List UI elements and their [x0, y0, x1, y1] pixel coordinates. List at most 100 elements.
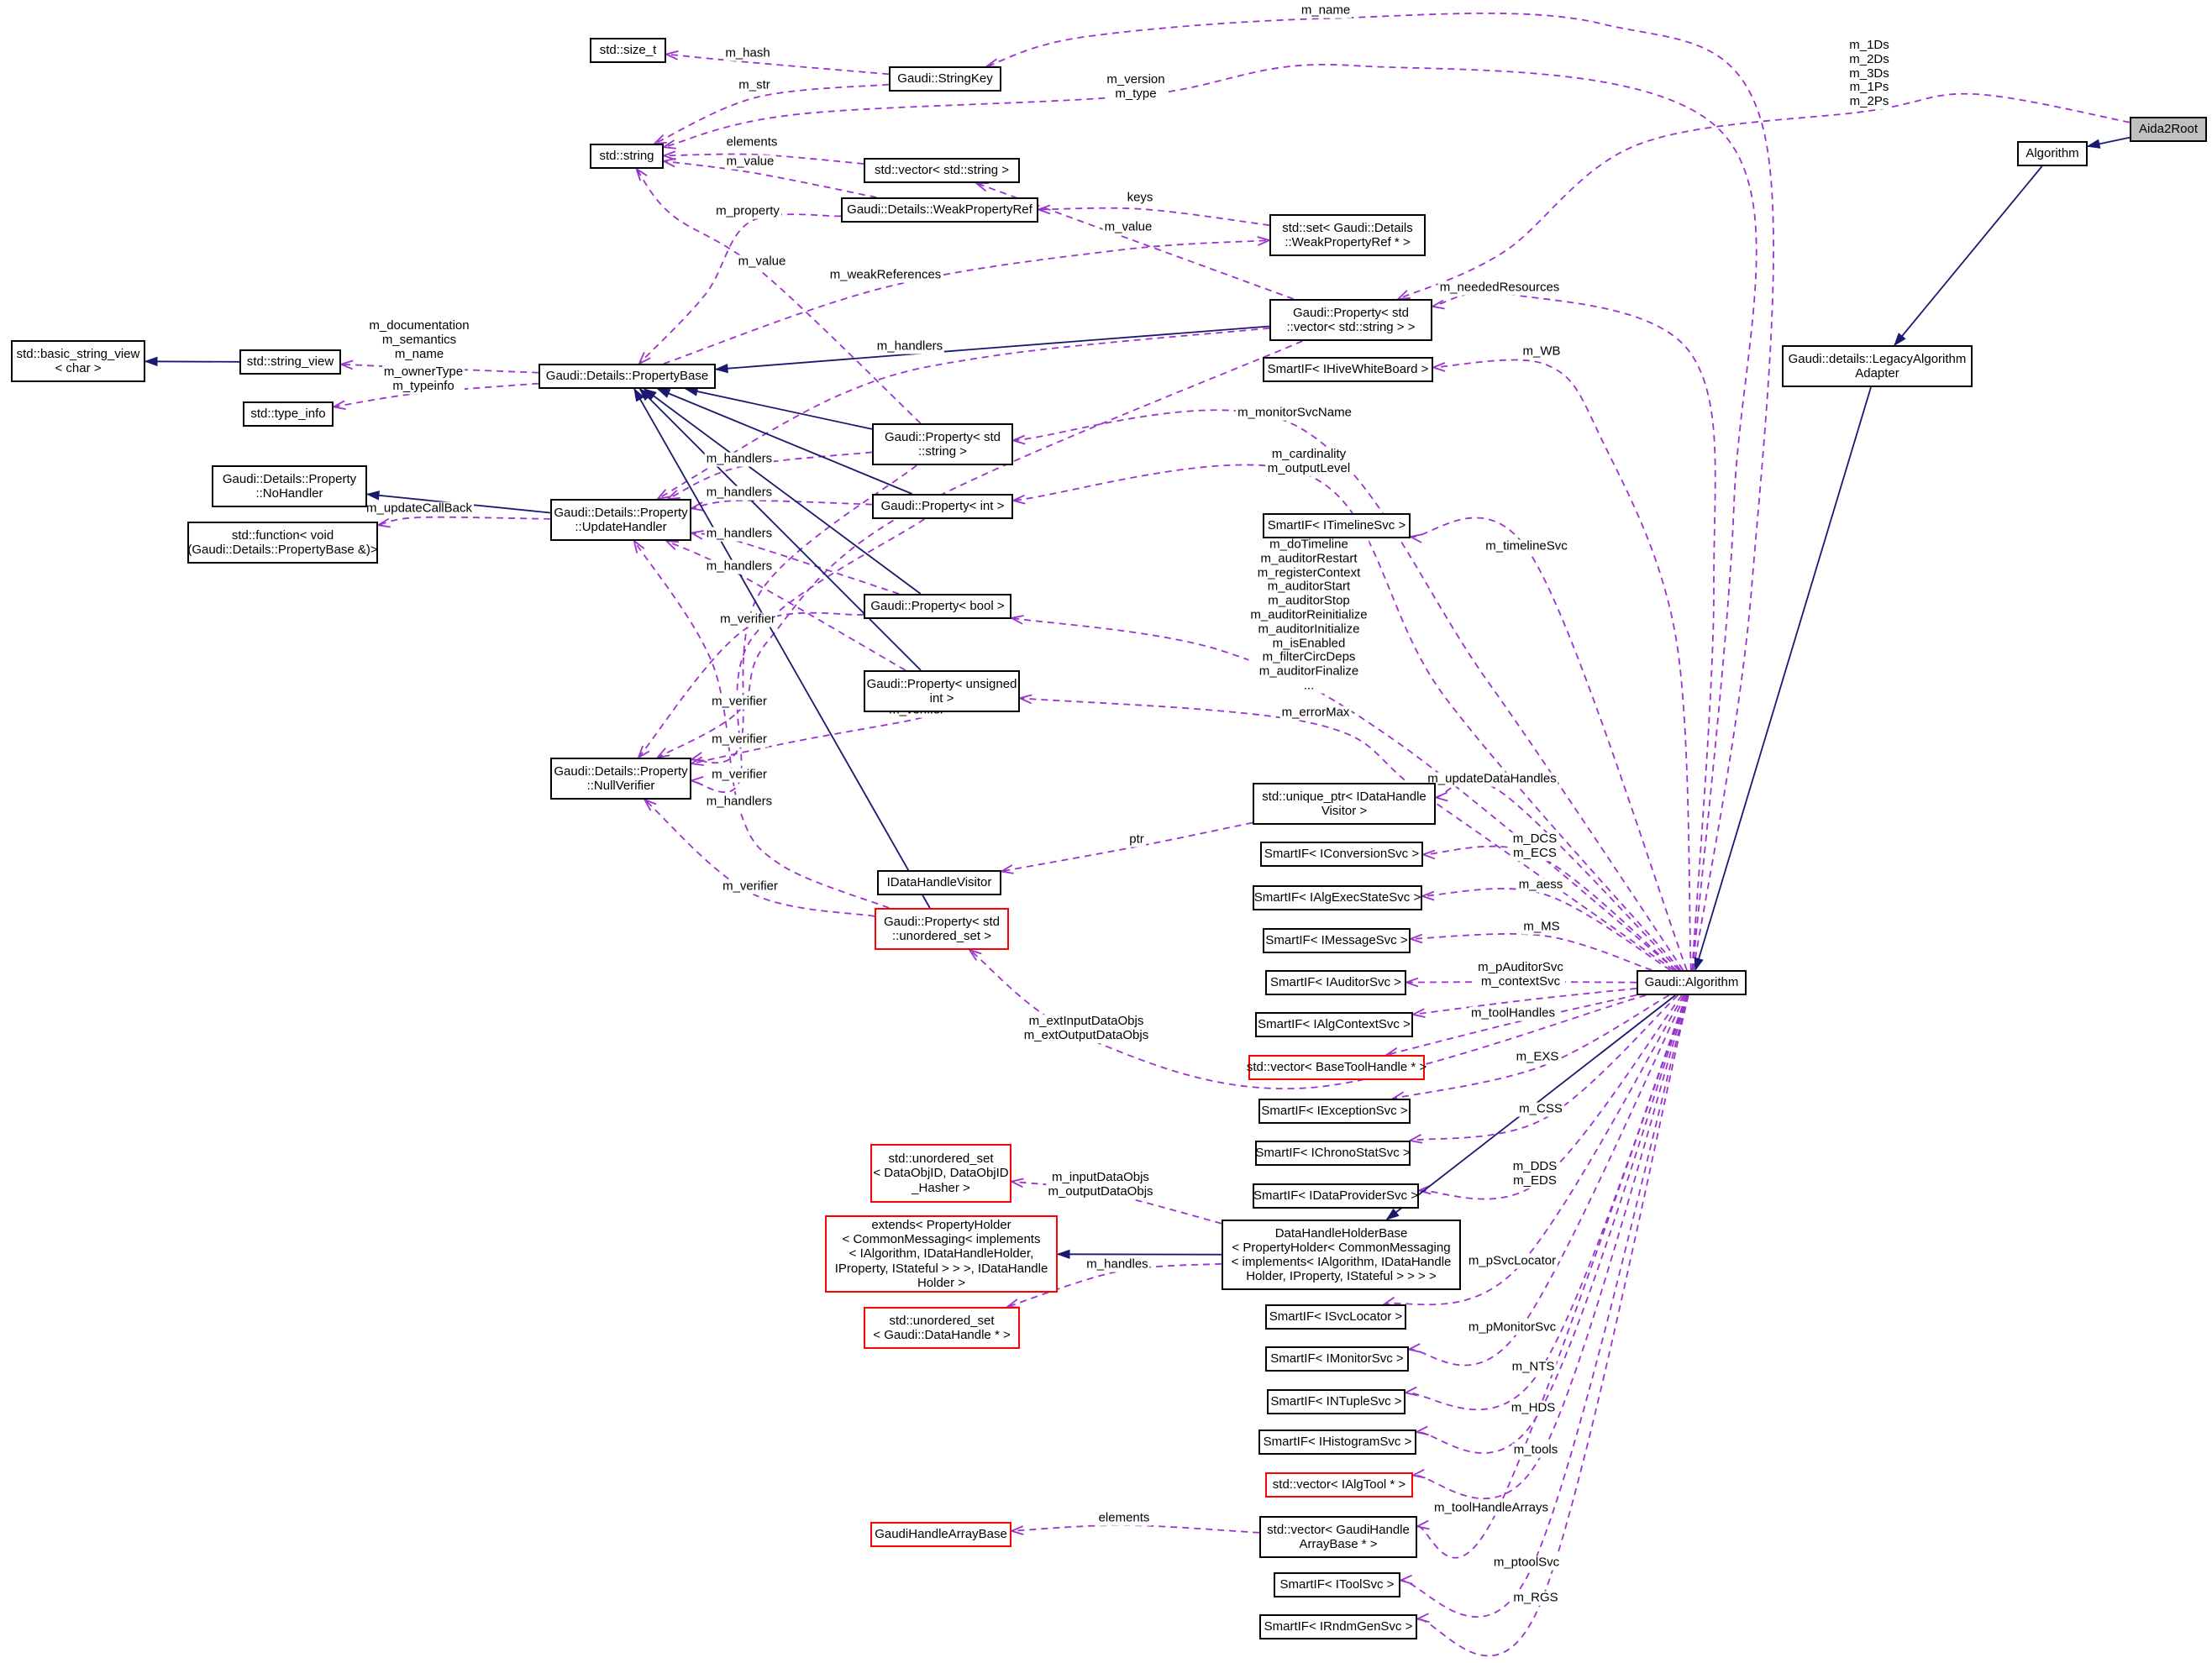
- edge-uptr_dhv--idhv: [999, 821, 1253, 874]
- node-set_weak[interactable]: std::set< Gaudi::Details ::WeakPropertyR…: [1269, 214, 1426, 256]
- edge-label-m_weakReferences: m_weakReferences: [828, 267, 943, 283]
- edge-label-m_name: m_name: [1299, 3, 1353, 18]
- node-aida2root[interactable]: Aida2Root: [2130, 117, 2207, 142]
- node-nohandler[interactable]: Gaudi::Details::Property ::NoHandler: [212, 465, 367, 507]
- edge-set_weak--weakpropref: [1036, 204, 1270, 227]
- edge-prop_int--nullverifier: [689, 518, 925, 794]
- node-sif_conv[interactable]: SmartIF< IConversionSvc >: [1260, 842, 1423, 867]
- edge-galg--sif_timeline: [1408, 517, 1688, 971]
- node-stdfunction[interactable]: std::function< void (Gaudi::Details::Pro…: [187, 522, 378, 564]
- edge-galg--std_string: [661, 64, 1758, 971]
- edge-galg--uptr_dhv: [1433, 780, 1680, 971]
- edge-label-m_pAuditorSvc: m_pAuditorSvc m_contextSvc: [1476, 960, 1565, 989]
- node-extends[interactable]: extends< PropertyHolder < CommonMessagin…: [825, 1215, 1058, 1293]
- edge-galg--sif_msg: [1408, 933, 1652, 971]
- node-prop_uint[interactable]: Gaudi::Property< unsigned int >: [864, 670, 1020, 712]
- node-propbase[interactable]: Gaudi::Details::PropertyBase: [539, 364, 716, 389]
- edge-galg--prop_uint: [1017, 694, 1674, 971]
- edge-prop_str--propbase: [684, 386, 873, 430]
- node-prop_str[interactable]: Gaudi::Property< std ::string >: [872, 423, 1013, 465]
- node-prop_int[interactable]: Gaudi::Property< int >: [872, 494, 1013, 519]
- node-ghab[interactable]: GaudiHandleArrayBase: [870, 1522, 1011, 1547]
- node-sif_dps[interactable]: SmartIF< IDataProviderSvc >: [1253, 1183, 1419, 1209]
- edge-galg--sif_aud: [1404, 977, 1637, 988]
- edge-label-m_doTimeline: m_doTimeline m_auditorRestart m_register…: [1248, 537, 1369, 694]
- node-basic_sv[interactable]: std::basic_string_view < char >: [11, 340, 145, 382]
- node-std_string[interactable]: std::string: [590, 144, 664, 169]
- edge-label-m_value: m_value: [736, 254, 788, 270]
- edge-label-m_neededResources: m_neededResources: [1437, 280, 1562, 296]
- node-sif_aud[interactable]: SmartIF< IAuditorSvc >: [1265, 970, 1406, 995]
- node-sif_tool[interactable]: SmartIF< IToolSvc >: [1274, 1572, 1400, 1597]
- edge-label-m_documentation: m_documentation m_semantics m_name: [367, 317, 471, 362]
- edge-galg--sif_rndm: [1415, 994, 1689, 1657]
- node-uptr_dhv[interactable]: std::unique_ptr< IDataHandle Visitor >: [1253, 783, 1436, 825]
- edge-vec_string--std_string: [661, 150, 864, 165]
- node-type_info[interactable]: std::type_info: [243, 401, 334, 427]
- edge-label-m_updateCallBack: m_updateCallBack: [365, 501, 474, 517]
- node-legacy[interactable]: Gaudi::details::LegacyAlgorithm Adapter: [1782, 345, 1973, 387]
- node-vec_ialgtool[interactable]: std::vector< IAlgTool * >: [1265, 1472, 1413, 1498]
- node-dhhb[interactable]: DataHandleHolderBase < PropertyHolder< C…: [1222, 1220, 1461, 1290]
- node-algorithm[interactable]: Algorithm: [2017, 141, 2088, 166]
- node-prop_vecstr[interactable]: Gaudi::Property< std ::vector< std::stri…: [1269, 299, 1432, 341]
- edge-galg--prop_str: [1011, 409, 1684, 971]
- node-prop_bool[interactable]: Gaudi::Property< bool >: [864, 594, 1011, 619]
- edge-galg--prop_int: [1011, 464, 1682, 971]
- node-stringkey[interactable]: Gaudi::StringKey: [889, 66, 1001, 92]
- edge-galg--sif_monitor: [1406, 994, 1686, 1367]
- node-sif_histo[interactable]: SmartIF< IHistogramSvc >: [1258, 1430, 1416, 1455]
- edge-label-keys: keys: [1125, 190, 1155, 206]
- node-sif_hive[interactable]: SmartIF< IHiveWhiteBoard >: [1263, 357, 1433, 382]
- edge-label-m_value: m_value: [724, 154, 776, 170]
- edge-label-m_HDS: m_HDS: [1509, 1400, 1558, 1416]
- edge-galg--prop_vecstr: [1430, 291, 1716, 971]
- node-sif_timeline[interactable]: SmartIF< ITimelineSvc >: [1263, 513, 1411, 538]
- edge-label-m_timelineSvc: m_timelineSvc: [1484, 538, 1569, 554]
- node-string_view[interactable]: std::string_view: [239, 349, 341, 375]
- edge-galg--sif_chrono: [1407, 994, 1679, 1144]
- node-nullverifier[interactable]: Gaudi::Details::Property ::NullVerifier: [550, 758, 691, 800]
- node-vec_bth[interactable]: std::vector< BaseToolHandle * >: [1247, 1055, 1427, 1080]
- node-sif_monitor[interactable]: SmartIF< IMonitorSvc >: [1265, 1346, 1409, 1372]
- node-sif_aes[interactable]: SmartIF< IAlgExecStateSvc >: [1253, 885, 1422, 910]
- edge-galg--sif_hive: [1431, 359, 1692, 971]
- edge-stringkey--std_string: [652, 83, 890, 145]
- edge-algorithm--legacy: [1894, 165, 2043, 347]
- node-vec_string[interactable]: std::vector< std::string >: [864, 158, 1020, 183]
- edge-label-m_version: m_version m_type: [1105, 72, 1167, 102]
- node-sif_rndm[interactable]: SmartIF< IRndmGenSvc >: [1259, 1614, 1417, 1639]
- node-sif_chrono[interactable]: SmartIF< IChronoStatSvc >: [1255, 1141, 1411, 1166]
- node-sif_svcloc[interactable]: SmartIF< ISvcLocator >: [1265, 1304, 1406, 1330]
- node-uset_dataobjid[interactable]: std::unordered_set < DataObjID, DataObjI…: [870, 1144, 1011, 1203]
- edge-label-m_inputDataObjs: m_inputDataObjs m_outputDataObjs: [1046, 1170, 1155, 1199]
- node-sif_ntuple[interactable]: SmartIF< INTupleSvc >: [1267, 1389, 1405, 1414]
- node-galg[interactable]: Gaudi::Algorithm: [1637, 970, 1747, 995]
- edge-prop_uint--propbase: [638, 387, 922, 671]
- edge-label-m_pMonitorSvc: m_pMonitorSvc: [1466, 1319, 1558, 1335]
- edge-label-m_DDS: m_DDS m_EDS: [1511, 1159, 1559, 1188]
- edge-galg--sif_exc: [1390, 994, 1670, 1101]
- edge-label-m_extInputDataObjs: m_extInputDataObjs m_extOutputDataObjs: [1022, 1014, 1151, 1043]
- edge-label-m_cardinality: m_cardinality m_outputLevel: [1265, 447, 1353, 476]
- edge-galg--sif_aes: [1420, 888, 1671, 971]
- edge-prop_vecstr--vec_string: [974, 182, 1295, 300]
- node-prop_uset[interactable]: Gaudi::Property< std ::unordered_set >: [875, 908, 1009, 950]
- edge-label-elements: elements: [724, 134, 780, 150]
- edge-galg--vec_bth: [1384, 994, 1637, 1057]
- edge-label-m_pSvcLocator: m_pSvcLocator: [1466, 1253, 1558, 1269]
- node-sif_msg[interactable]: SmartIF< IMessageSvc >: [1263, 928, 1411, 953]
- edge-label-m_RGS: m_RGS: [1511, 1590, 1560, 1606]
- node-sif_exc[interactable]: SmartIF< IExceptionSvc >: [1258, 1099, 1411, 1124]
- node-weakpropref[interactable]: Gaudi::Details::WeakPropertyRef: [841, 197, 1038, 223]
- node-updatehandler[interactable]: Gaudi::Details::Property ::UpdateHandler: [550, 499, 691, 541]
- edge-label-m_verifier: m_verifier: [710, 732, 769, 748]
- node-vec_ghab[interactable]: std::vector< GaudiHandle ArrayBase * >: [1259, 1516, 1417, 1558]
- edge-weakpropref--propbase: [637, 213, 842, 365]
- node-sif_algctx[interactable]: SmartIF< IAlgContextSvc >: [1255, 1012, 1413, 1037]
- node-uset_datahandle[interactable]: std::unordered_set < Gaudi::DataHandle *…: [864, 1307, 1020, 1349]
- node-std_size_t[interactable]: std::size_t: [590, 38, 666, 63]
- node-idhv[interactable]: IDataHandleVisitor: [877, 870, 1001, 895]
- edge-label-m_aess: m_aess: [1516, 877, 1565, 893]
